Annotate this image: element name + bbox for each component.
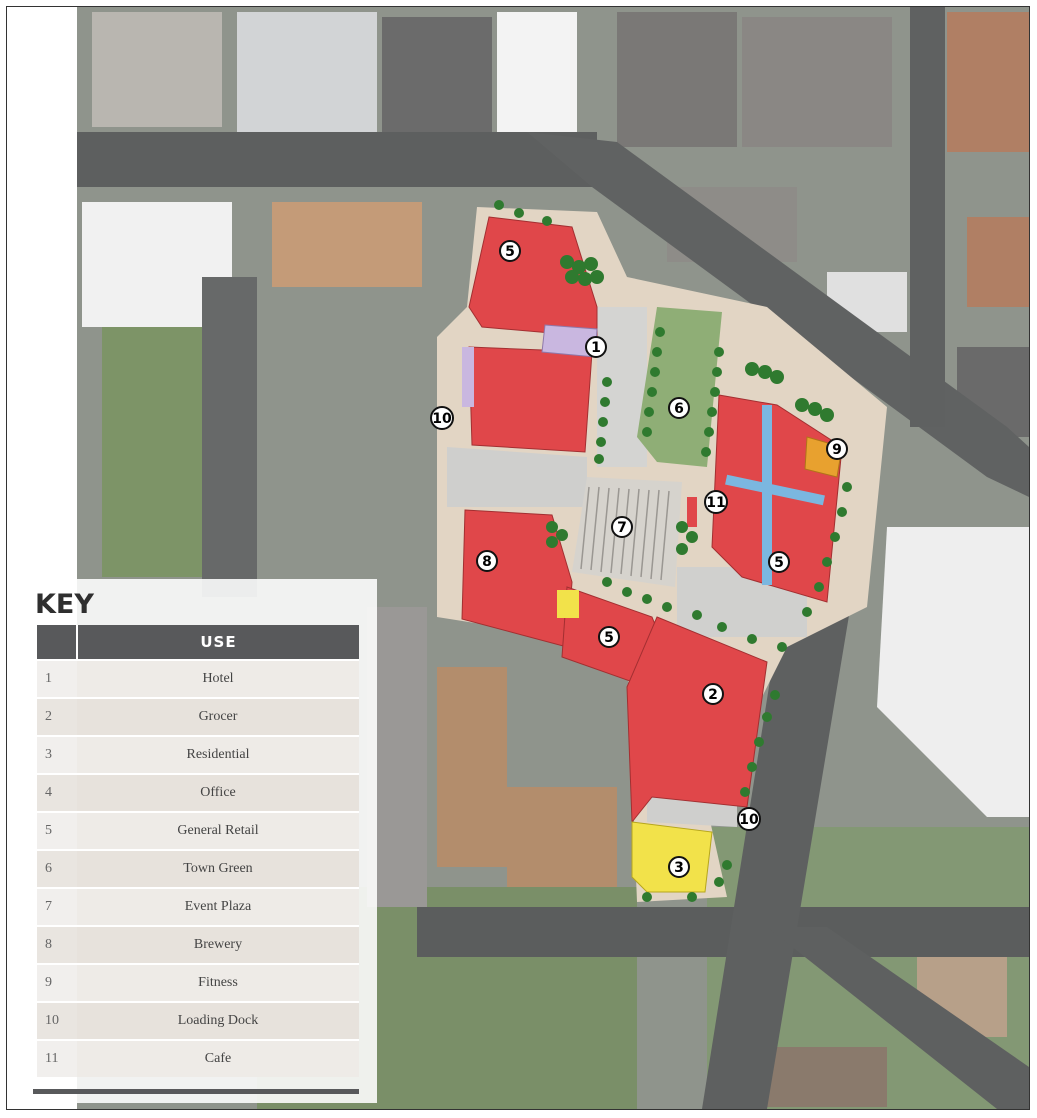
- key-header-use: USE: [77, 625, 359, 660]
- building: [742, 17, 892, 147]
- key-row-number: 3: [37, 735, 77, 774]
- key-row-use: Grocer: [77, 697, 359, 736]
- marker-label: 8: [482, 554, 492, 570]
- marker-label: 5: [505, 244, 515, 260]
- town-green: [637, 307, 722, 467]
- marker-label: 2: [708, 687, 718, 703]
- site-plan-map: 5 1 10 6 9 11 7 8: [77, 7, 1029, 1109]
- key-row-use: Hotel: [77, 659, 359, 698]
- road: [202, 277, 257, 597]
- building: [877, 527, 1029, 817]
- building: [92, 12, 222, 127]
- tree-canopy: [494, 200, 852, 902]
- key-bottom-rule: [33, 1089, 359, 1094]
- marker-label: 7: [617, 520, 627, 536]
- key-row-number: 9: [37, 963, 77, 1002]
- road: [767, 927, 1029, 1109]
- key-row-use: Office: [77, 773, 359, 812]
- road: [910, 7, 945, 427]
- building-residential: [631, 821, 713, 893]
- key-header-row: USE: [37, 625, 359, 660]
- marker-10-loading-west: 10: [430, 406, 454, 430]
- building: [767, 1047, 887, 1107]
- marker-7-event-plaza: 7: [611, 516, 633, 538]
- building: [507, 787, 617, 887]
- building: [947, 12, 1029, 152]
- building: [382, 17, 492, 137]
- building: [617, 12, 737, 147]
- building: [367, 607, 427, 907]
- hotel-wing: [462, 347, 474, 407]
- building-grocer: [626, 616, 768, 824]
- marker-11-cafe: 11: [704, 490, 728, 514]
- marker-8-brewery: 8: [476, 550, 498, 572]
- marker-5-south: 5: [598, 626, 620, 648]
- marker-label: 11: [706, 495, 725, 511]
- marker-label: 5: [774, 555, 784, 571]
- marker-6-town-green: 6: [668, 397, 690, 419]
- marker-5-east: 5: [768, 551, 790, 573]
- key-row-use: Residential: [77, 735, 359, 774]
- building: [497, 12, 577, 142]
- marker-label: 10: [739, 812, 759, 828]
- road: [527, 132, 1029, 497]
- building: [237, 12, 377, 132]
- building: [437, 667, 507, 867]
- marker-label: 3: [674, 860, 684, 876]
- parking-area: [447, 447, 587, 507]
- key-row-use: Event Plaza: [77, 887, 359, 926]
- cafe-cross: [725, 405, 825, 585]
- key-title: KEY: [35, 589, 94, 620]
- marker-9-fitness: 9: [826, 438, 848, 460]
- marker-label: 9: [832, 442, 842, 458]
- key-row-use: Loading Dock: [77, 1001, 359, 1040]
- key-row-number: 10: [37, 1001, 77, 1040]
- residential-unit: [557, 590, 579, 618]
- marker-10-loading-south: 10: [737, 807, 761, 831]
- marker-3-residential: 3: [668, 856, 690, 878]
- key-row-number: 2: [37, 697, 77, 736]
- key-row-number: 5: [37, 811, 77, 850]
- marker-label: 5: [604, 630, 614, 646]
- key-header-number: [37, 625, 78, 660]
- building: [967, 217, 1029, 307]
- key-row-number: 6: [37, 849, 77, 888]
- road: [77, 132, 597, 187]
- key-row-number: 7: [37, 887, 77, 926]
- key-row-number: 4: [37, 773, 77, 812]
- marker-label: 1: [591, 340, 601, 356]
- key-row-use: Fitness: [77, 963, 359, 1002]
- parking-area: [597, 307, 647, 467]
- key-row-use: Brewery: [77, 925, 359, 964]
- building-retail-west: [468, 346, 593, 453]
- key-row-use: Town Green: [77, 849, 359, 888]
- marker-1-hotel: 1: [585, 336, 607, 358]
- marker-label: 6: [674, 401, 684, 417]
- marker-2-grocer: 2: [702, 683, 724, 705]
- key-row-number: 8: [37, 925, 77, 964]
- marker-5-north: 5: [499, 240, 521, 262]
- key-row-number: 1: [37, 659, 77, 698]
- key-row-use: Cafe: [77, 1039, 359, 1077]
- map-frame: 5 1 10 6 9 11 7 8: [6, 6, 1030, 1110]
- road: [417, 907, 1029, 957]
- kiosk: [687, 497, 697, 527]
- key-row-use: General Retail: [77, 811, 359, 850]
- marker-label: 10: [432, 411, 452, 427]
- building: [272, 202, 422, 287]
- key-row-number: 11: [37, 1039, 77, 1077]
